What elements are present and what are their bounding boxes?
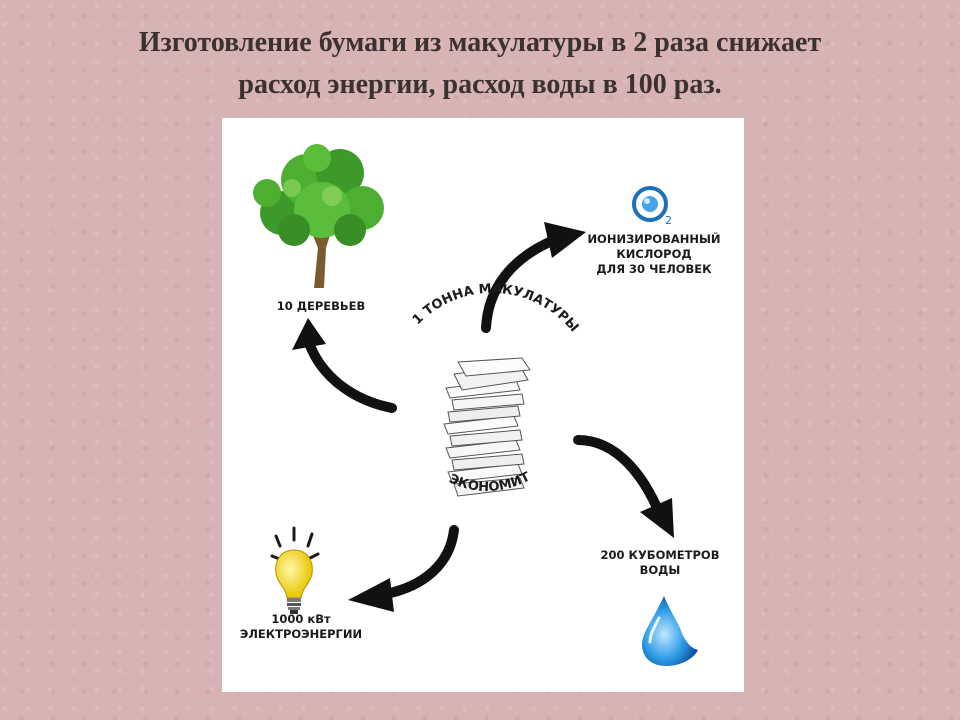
arrow-to-water bbox=[578, 440, 674, 538]
oxygen-label-line-1: ИОНИЗИРОВАННЫЙ bbox=[574, 232, 734, 247]
title-line-2: расход энергии, расход воды в 100 раз. bbox=[0, 64, 960, 106]
water-label-line-2: ВОДЫ bbox=[590, 563, 730, 578]
oxygen-label: ИОНИЗИРОВАННЫЙ КИСЛОРОД ДЛЯ 30 ЧЕЛОВЕК bbox=[574, 232, 734, 277]
water-drop-icon bbox=[642, 596, 698, 666]
energy-label-line-2: ЭЛЕКТРОЭНЕРГИИ bbox=[226, 627, 376, 642]
center-label-top: 1 ТОННА МАКУЛАТУРЫ bbox=[410, 282, 581, 335]
energy-label-line-1: 1000 кВт bbox=[226, 612, 376, 627]
oxygen-subscript: 2 bbox=[665, 214, 672, 227]
diagram-panel: 2 bbox=[222, 118, 744, 692]
oxygen-label-line-3: ДЛЯ 30 ЧЕЛОВЕК bbox=[574, 262, 734, 277]
tree-icon bbox=[253, 144, 384, 288]
oxygen-icon bbox=[634, 188, 666, 220]
lightbulb-icon bbox=[272, 528, 318, 614]
oxygen-label-line-2: КИСЛОРОД bbox=[574, 247, 734, 262]
water-label: 200 КУБОМЕТРОВ ВОДЫ bbox=[590, 548, 730, 578]
slide-title: Изготовление бумаги из макулатуры в 2 ра… bbox=[0, 22, 960, 106]
arrow-to-energy bbox=[348, 530, 454, 612]
arrow-to-tree bbox=[292, 318, 392, 408]
title-line-1: Изготовление бумаги из макулатуры в 2 ра… bbox=[0, 22, 960, 64]
trees-label: 10 ДЕРЕВЬЕВ bbox=[266, 299, 376, 314]
diagram-svg: 2 bbox=[222, 118, 744, 692]
water-label-line-1: 200 КУБОМЕТРОВ bbox=[590, 548, 730, 563]
arrow-to-oxygen bbox=[486, 222, 586, 328]
energy-label: 1000 кВт ЭЛЕКТРОЭНЕРГИИ bbox=[226, 612, 376, 642]
